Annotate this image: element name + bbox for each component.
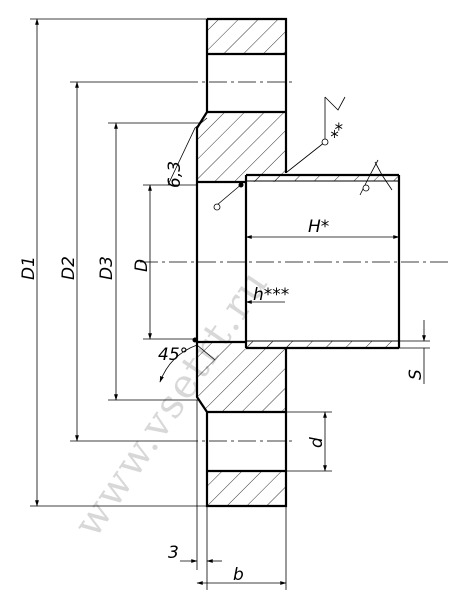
label-d: D <box>132 259 152 272</box>
label-d2: D2 <box>59 256 79 280</box>
dimension-lines <box>35 18 426 585</box>
label-s: S <box>406 369 426 380</box>
label-h-stars: h*** <box>253 285 289 305</box>
hatched-sections <box>197 19 399 506</box>
label-b: b <box>233 565 244 585</box>
label-h-star: H* <box>308 217 329 237</box>
center-lines <box>140 81 450 442</box>
leaders <box>167 96 393 211</box>
extension-lines <box>30 18 430 590</box>
pipe <box>192 173 401 350</box>
label-angle: 45° <box>158 345 188 365</box>
label-d1: D1 <box>19 256 39 280</box>
label-radius: 6,3 <box>165 161 185 188</box>
label-d3: D3 <box>97 256 117 280</box>
label-three: 3 <box>168 543 179 563</box>
flange-outline <box>195 17 288 508</box>
label-weld-marks: ** <box>327 120 353 145</box>
label-small-d: d <box>307 437 327 448</box>
